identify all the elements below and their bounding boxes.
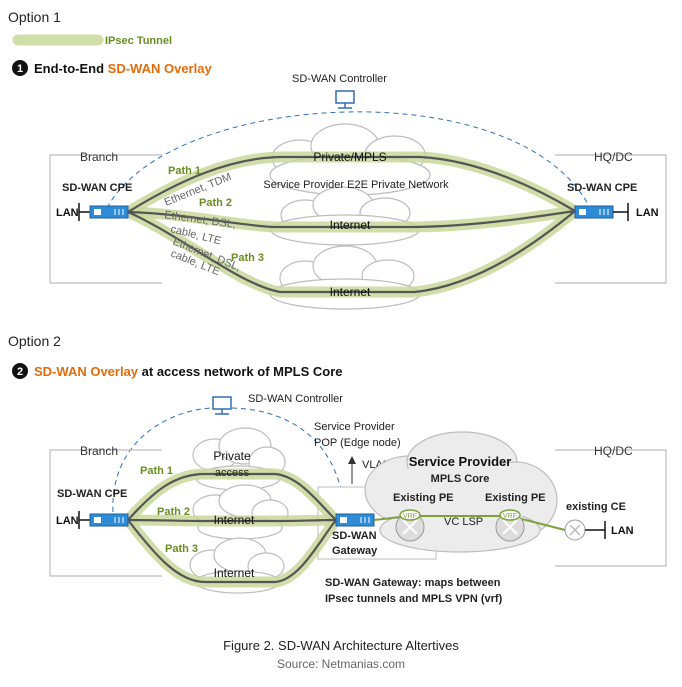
vc-lsp-label: VC LSP [444, 516, 483, 528]
pop-label-line1: Service Provider [314, 421, 395, 433]
internet-cloud-2 [269, 245, 421, 310]
option2-number-badge: 2 [12, 363, 28, 379]
internet-cloud-1 [270, 186, 420, 246]
sd-wan-cpe-left-icon [89, 205, 129, 219]
option2-label: Option 2 [8, 333, 61, 349]
option1-branch-box [49, 154, 162, 284]
sd-wan-cpe-right-icon [574, 205, 614, 219]
option1-number-badge: 1 [12, 60, 28, 76]
vc-lsp-line [373, 515, 566, 531]
mpls-core-cloud [364, 431, 558, 553]
gateway-label-line1: SD-WAN [332, 530, 377, 542]
internet-label-4: Internet [214, 566, 255, 580]
option1-branch-label: Branch [80, 150, 118, 164]
option1-cpe-left-label: SD-WAN CPE [62, 182, 132, 194]
option2-path3-label: Path 3 [165, 543, 198, 555]
ipsec-tunnel-legend-label: IPsec Tunnel [105, 35, 172, 47]
svg-text:VRF: VRF [403, 513, 417, 520]
option1-label: Option 1 [8, 9, 61, 25]
option2-control-channel-left [112, 407, 213, 513]
core-label-line1: Service Provider [409, 454, 512, 469]
option2-hq-box [555, 449, 667, 567]
option1-lan-right-label: LAN [636, 207, 659, 219]
option2-path1-label: Path 1 [140, 465, 173, 477]
pe-right-router-icon: VRF [495, 509, 525, 542]
option2-controller-label: SD-WAN Controller [248, 393, 343, 405]
svg-text:VRF: VRF [503, 513, 517, 520]
private-access-label-line2: access [215, 467, 250, 479]
internet-cloud-3 [192, 484, 289, 540]
internet-label-3: Internet [214, 513, 255, 527]
option1-controller-label: SD-WAN Controller [292, 73, 387, 85]
core-label-line2: MPLS Core [431, 473, 490, 485]
source-caption: Source: Netmanias.com [277, 657, 405, 671]
pop-label-line2: POP (Edge node) [314, 437, 401, 449]
option2-hq-label: HQ/DC [594, 444, 633, 458]
option2-lan-left-label: LAN [56, 515, 79, 527]
option2-title: SD-WAN Overlay at access network of MPLS… [34, 364, 343, 379]
svg-text:1: 1 [17, 63, 23, 75]
option1-path1-label: Path 1 [168, 165, 201, 177]
gateway-note-line1: SD-WAN Gateway: maps between [325, 577, 501, 589]
figure-caption: Figure 2. SD-WAN Architecture Altertives [223, 638, 459, 653]
ce-label: existing CE [566, 501, 626, 513]
svg-text:2: 2 [17, 366, 23, 378]
option2-path1-tunnel [127, 472, 337, 521]
option2-path2-label: Path 2 [157, 506, 190, 518]
pe-left-router-icon: VRF [395, 509, 425, 542]
option1-path2-label: Path 2 [199, 197, 232, 209]
sd-wan-gateway-icon [335, 513, 375, 527]
option1-lan-left-label: LAN [56, 207, 79, 219]
option1-hq-label: HQ/DC [594, 150, 633, 164]
gateway-label-line2: Gateway [332, 545, 378, 557]
option1-hq-box [555, 154, 667, 284]
ce-router-icon [564, 519, 586, 541]
option2-path3-tunnel [127, 519, 337, 584]
option2-cpe-label: SD-WAN CPE [57, 488, 127, 500]
pe-right-label: Existing PE [485, 492, 546, 504]
sd-wan-cpe-icon [89, 513, 129, 527]
option2-branch-box [49, 449, 162, 577]
option1-title: End-to-End SD-WAN Overlay [34, 61, 212, 76]
option1-cpe-right-label: SD-WAN CPE [567, 182, 637, 194]
private-access-label-line1: Private [213, 449, 251, 463]
internet-label-1: Internet [330, 218, 371, 232]
option2-branch-label: Branch [80, 444, 118, 458]
gateway-note-line2: IPsec tunnels and MPLS VPN (vrf) [325, 593, 503, 605]
private-mpls-label: Private/MPLS [313, 150, 386, 164]
option1-path3-label: Path 3 [231, 252, 264, 264]
controller-icon [212, 396, 232, 415]
option2-lan-right-label: LAN [611, 525, 634, 537]
private-network-label: Service Provider E2E Private Network [263, 179, 449, 191]
pe-left-label: Existing PE [393, 492, 454, 504]
controller-icon [335, 90, 355, 109]
internet-label-2: Internet [330, 285, 371, 299]
option2-path2-tunnel [127, 518, 337, 523]
